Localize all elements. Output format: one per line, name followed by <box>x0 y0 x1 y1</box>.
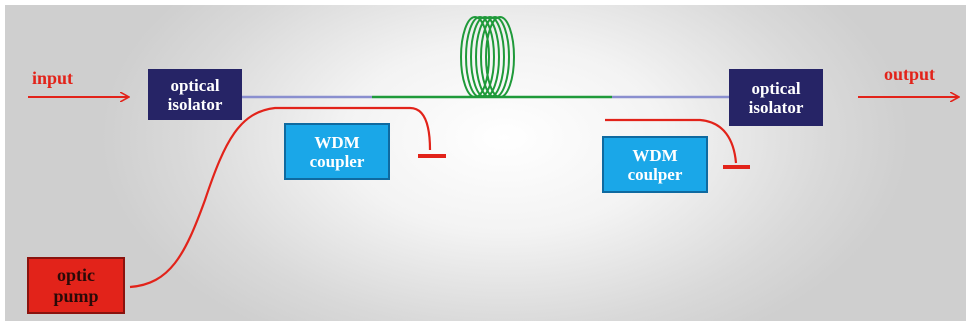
optic-pump-label: optic pump <box>53 264 99 306</box>
optical-isolator-right: optical isolator <box>729 69 823 126</box>
optic-pump: optic pump <box>27 257 125 314</box>
wdm-coupler-left-label: WDM coupler <box>309 132 365 171</box>
output-label: output <box>884 64 936 84</box>
pump-fiber <box>129 106 432 289</box>
optical-isolator-left-label: optical isolator <box>167 75 223 114</box>
input-label: input <box>32 68 74 88</box>
optical-isolator-left: optical isolator <box>148 69 242 120</box>
wdm-coupler-right-label: WDM coulper <box>627 145 683 184</box>
wdm-coupler-right: WDM coulper <box>602 136 708 193</box>
right-tap-fiber <box>605 118 738 164</box>
wdm-coupler-left: WDM coupler <box>284 123 390 180</box>
fiber-coil-icon <box>460 16 515 98</box>
optical-isolator-right-label: optical isolator <box>748 78 804 117</box>
